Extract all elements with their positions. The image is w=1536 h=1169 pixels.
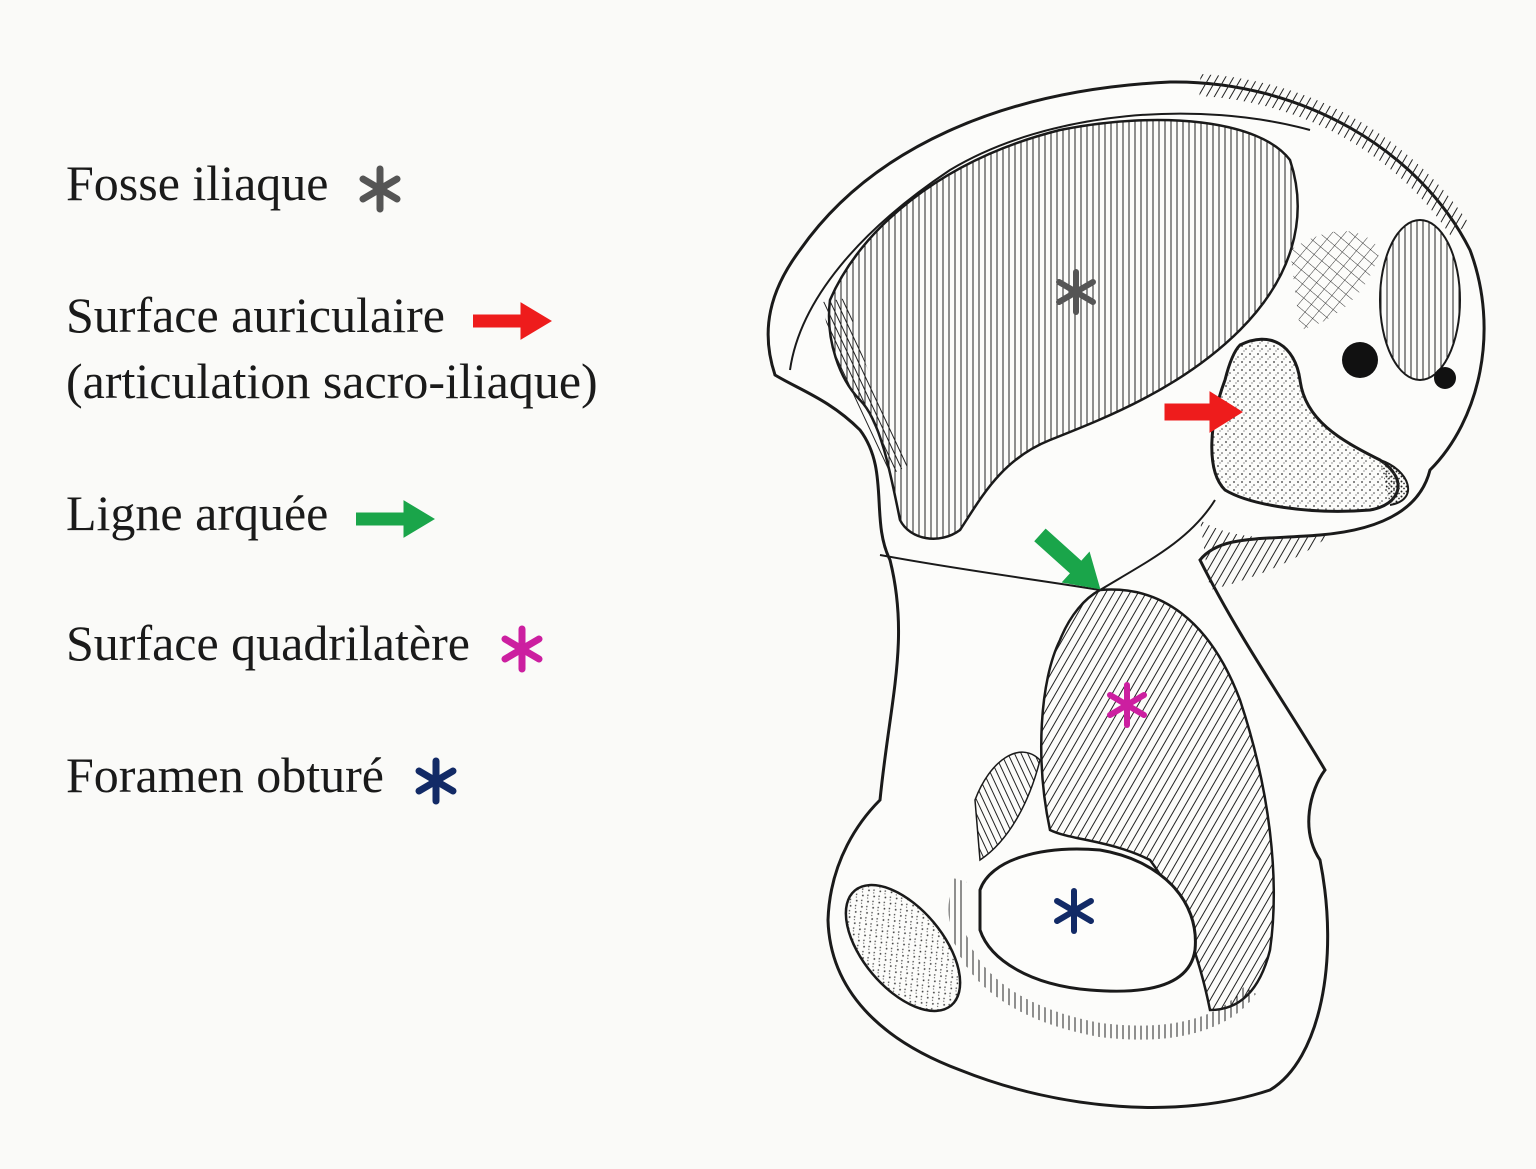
arrow-right-icon bbox=[472, 301, 553, 341]
pubic-symphysis bbox=[844, 883, 962, 1013]
asterisk-icon bbox=[1107, 682, 1147, 728]
legend-item-surface-auriculaire: Surface auriculaire (articulation sacro-… bbox=[66, 282, 598, 414]
legend-label-surface-quadrilatere: Surface quadrilatère bbox=[66, 615, 470, 671]
asterisk-icon bbox=[412, 757, 460, 805]
arrow-right-icon bbox=[1164, 391, 1243, 433]
legend-item-surface-quadrilatere: Surface quadrilatère bbox=[66, 610, 546, 676]
legend-label-foramen-obture: Foramen obturé bbox=[66, 747, 384, 803]
legend-label-fosse-iliaque: Fosse iliaque bbox=[66, 155, 329, 211]
asterisk-icon bbox=[1056, 269, 1096, 315]
legend-label-ligne-arquee: Ligne arquée bbox=[66, 485, 329, 541]
hip-bone-illustration bbox=[700, 0, 1536, 1169]
asterisk-icon bbox=[356, 165, 404, 213]
quadrilateral-surface bbox=[1040, 588, 1275, 1012]
arrow-right-icon bbox=[356, 499, 436, 539]
posterior-oval bbox=[1379, 219, 1461, 381]
asterisk-icon bbox=[1054, 888, 1094, 934]
arrow-right-icon bbox=[1034, 528, 1101, 590]
legend-label-surface-auriculaire: Surface auriculaire bbox=[66, 287, 445, 343]
legend: Fosse iliaque Surface auriculaire (artic… bbox=[66, 0, 706, 1169]
asterisk-icon bbox=[498, 625, 546, 673]
legend-label-articulation: (articulation sacro-iliaque) bbox=[66, 353, 598, 409]
legend-item-ligne-arquee: Ligne arquée bbox=[66, 480, 436, 546]
legend-item-foramen-obture: Foramen obturé bbox=[66, 742, 460, 808]
legend-item-fosse-iliaque: Fosse iliaque bbox=[66, 150, 404, 216]
